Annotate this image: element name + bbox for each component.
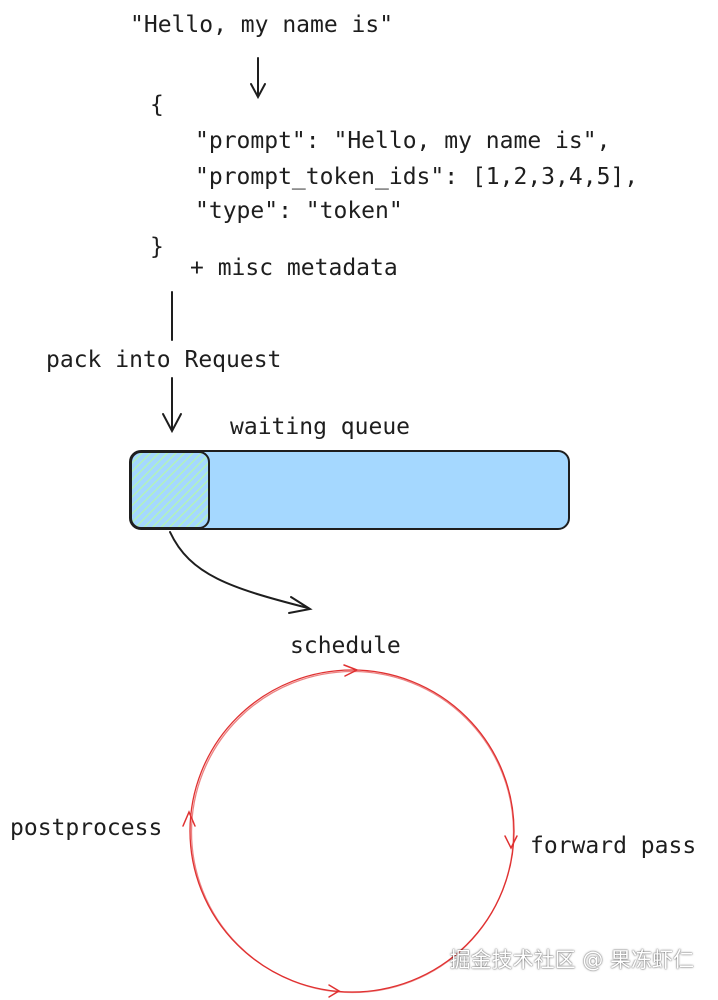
- postprocess-label: postprocess: [10, 815, 163, 841]
- arrow-input-to-json: [250, 57, 266, 100]
- json-line-token-ids: "prompt_token_ids": [1,2,3,4,5],: [195, 164, 639, 190]
- metadata-note: + misc metadata: [190, 255, 398, 281]
- json-line-prompt: "prompt": "Hello, my name is",: [195, 128, 611, 154]
- arrow-pack-to-queue: [162, 377, 182, 434]
- cycle-arrow-heads: [182, 664, 518, 998]
- queue-label: waiting queue: [230, 414, 411, 440]
- forward-pass-label: forward pass: [530, 833, 697, 859]
- input-text: "Hello, my name is": [130, 12, 394, 38]
- request-slot: [130, 451, 210, 529]
- pack-label: pack into Request: [46, 347, 282, 373]
- json-open-brace: {: [150, 92, 164, 118]
- schedule-label: schedule: [290, 633, 401, 659]
- json-close-brace: }: [150, 234, 164, 260]
- json-line-type: "type": "token": [195, 198, 403, 224]
- arrow-queue-to-schedule: [169, 531, 313, 614]
- watermark: 掘金技术社区 @ 果冻虾仁: [449, 948, 694, 972]
